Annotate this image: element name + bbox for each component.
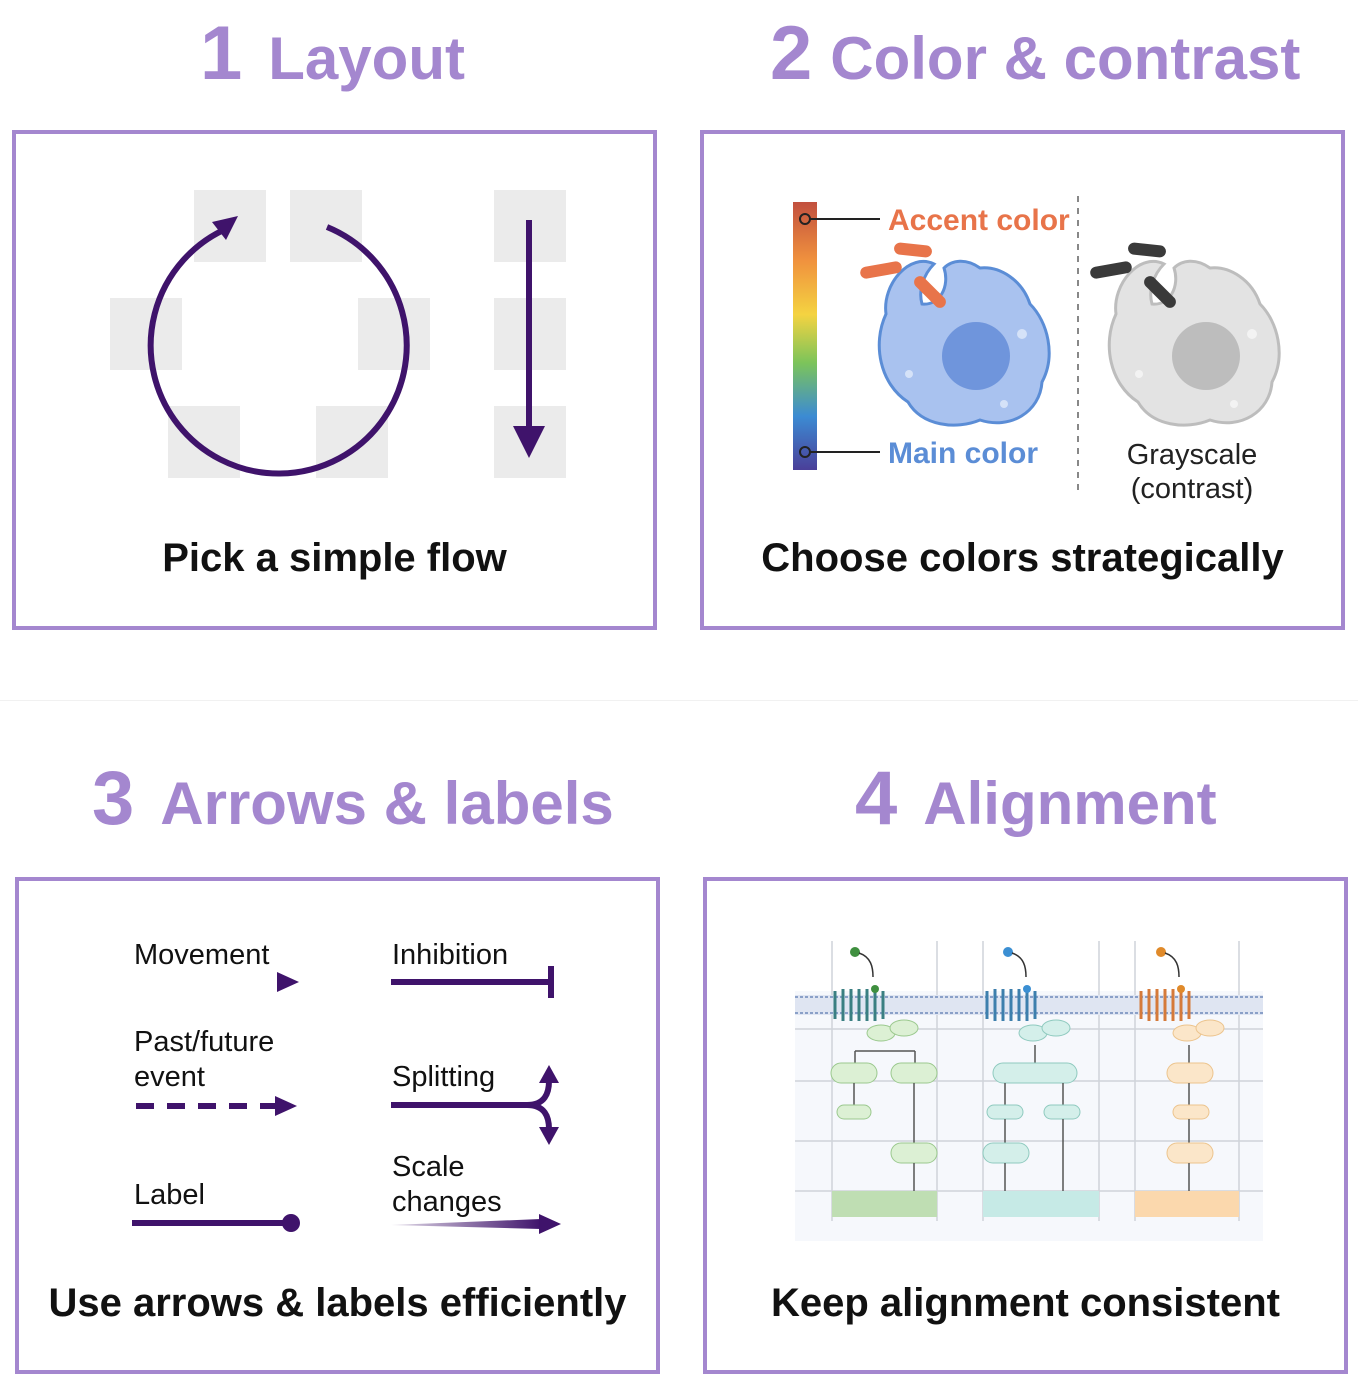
movement-label: Movement [134, 939, 269, 971]
section-title-alignment: 4 Alignment [855, 755, 1217, 842]
section-heading: Arrows & labels [160, 770, 614, 837]
section-divider [0, 700, 1358, 701]
splitting-arrow [391, 1065, 559, 1145]
section-title-color: 2 Color & contrast [770, 10, 1300, 97]
alignment-panel: Keep alignment consistent [703, 877, 1348, 1374]
section-title-arrows: 3 Arrows & labels [92, 755, 614, 842]
section-number: 3 [92, 756, 135, 841]
scale-changes-arrow [391, 1214, 561, 1234]
arrows-illustration: Movement Inhibition Past/future event Sp… [124, 939, 561, 1234]
section-heading: Alignment [923, 770, 1217, 837]
section-number: 4 [855, 756, 898, 841]
inhibition-arrow [391, 966, 554, 998]
color-panel: Accent color Main color Grayscale (contr… [700, 130, 1345, 630]
label-label: Label [134, 1179, 205, 1211]
panel-caption: Pick a simple flow [162, 536, 507, 580]
panel-caption: Use arrows & labels efficiently [48, 1281, 627, 1325]
grayscale-label-line2: (contrast) [1131, 473, 1253, 505]
color-spectrum-bar [793, 202, 817, 470]
section-number: 2 [770, 11, 813, 96]
pathway-column-teal [982, 947, 1099, 1217]
section-title-layout: 1 Layout [200, 10, 465, 97]
alignment-illustration [795, 941, 1263, 1241]
panel-caption: Choose colors strategically [761, 536, 1284, 580]
colored-cell-icon [860, 242, 1051, 427]
splitting-label: Splitting [392, 1061, 495, 1093]
past-future-label-line2: event [134, 1061, 205, 1093]
membrane-band [795, 995, 1263, 1015]
scale-label-line1: Scale [392, 1151, 465, 1183]
movement-arrow [124, 972, 299, 992]
pathway-column-orange [1135, 947, 1239, 1217]
linear-flow-arrowhead [513, 426, 545, 458]
layout-illustration [110, 190, 566, 478]
scale-label-line2: changes [392, 1186, 502, 1218]
grayscale-label-line1: Grayscale [1127, 439, 1258, 471]
circular-flow-arrow [147, 224, 410, 477]
past-future-label-line1: Past/future [134, 1026, 274, 1058]
circular-flow-arrowhead [212, 216, 238, 240]
inhibition-label: Inhibition [392, 939, 508, 971]
main-color-label: Main color [888, 437, 1038, 470]
layout-panel: Pick a simple flow [12, 130, 657, 630]
grayscale-cell-icon [1090, 242, 1281, 427]
placeholder-box [358, 298, 430, 370]
past-future-arrow [136, 1096, 297, 1116]
accent-color-label: Accent color [888, 204, 1070, 237]
label-line [132, 1214, 300, 1232]
section-heading: Color & contrast [830, 25, 1301, 92]
section-number: 1 [200, 11, 243, 96]
color-illustration: Accent color Main color Grayscale (contr… [793, 196, 1281, 505]
placeholder-box [110, 298, 182, 370]
placeholder-box [290, 190, 362, 262]
panel-caption: Keep alignment consistent [771, 1281, 1280, 1325]
pathway-column-green [830, 947, 938, 1217]
placeholder-box [168, 406, 240, 478]
section-heading: Layout [268, 25, 465, 92]
arrows-panel: Movement Inhibition Past/future event Sp… [15, 877, 660, 1374]
